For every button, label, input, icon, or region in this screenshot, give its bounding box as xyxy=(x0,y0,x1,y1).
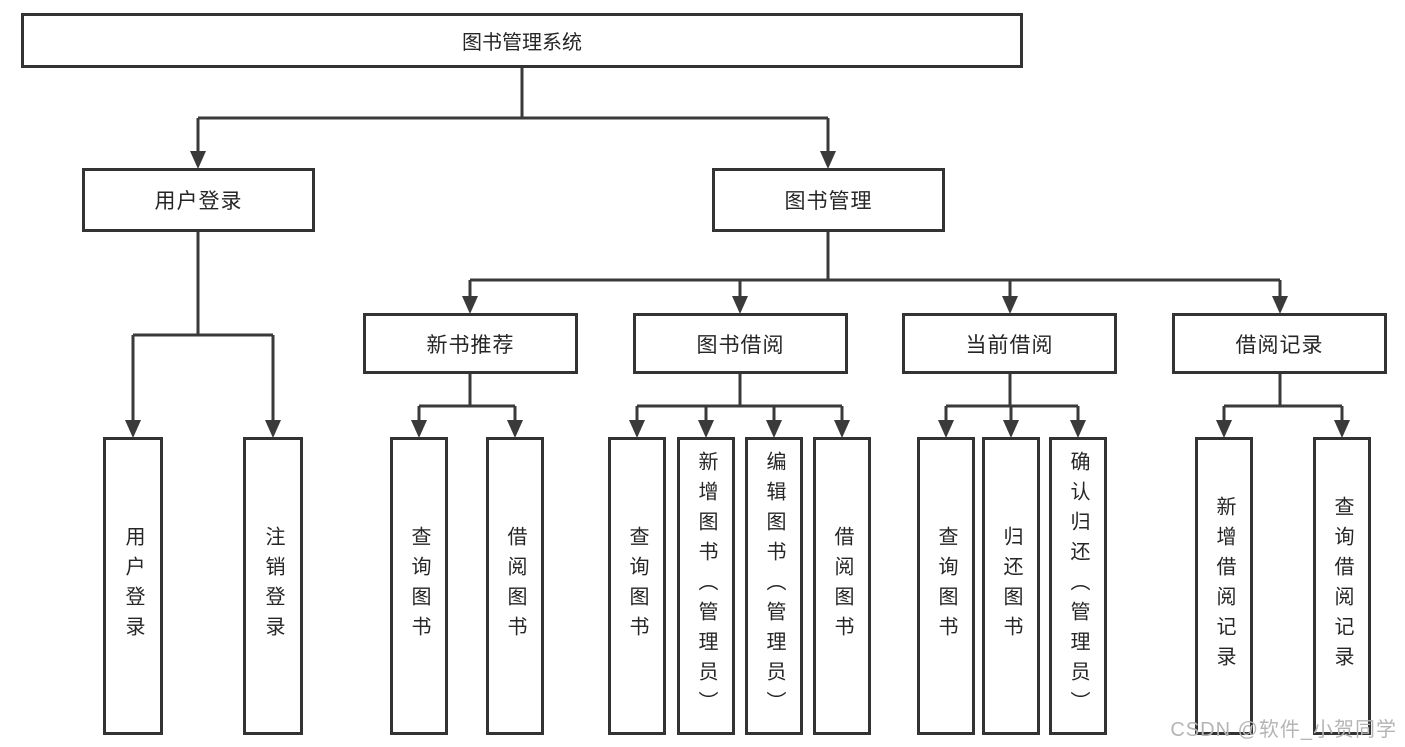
leaf-add-book-admin: 新增图书（管理员） xyxy=(677,437,735,735)
leaf-query-book-2-label: 查询图书 xyxy=(626,526,648,646)
node-book-borrow: 图书借阅 xyxy=(633,313,848,374)
leaf-user-login-label: 用户登录 xyxy=(122,526,144,646)
leaf-return-book-label: 归还图书 xyxy=(1000,526,1022,646)
node-borrow-records-label: 借阅记录 xyxy=(1235,333,1324,357)
leaf-logout: 注销登录 xyxy=(243,437,303,735)
leaf-borrow-book-1-label: 借阅图书 xyxy=(504,526,526,646)
node-book-borrow-label: 图书借阅 xyxy=(696,333,785,357)
csdn-watermark: CSDN @软件_小贺同学 xyxy=(1170,719,1397,741)
leaf-query-book-3: 查询图书 xyxy=(917,437,975,735)
leaf-query-book-1: 查询图书 xyxy=(390,437,448,735)
node-current-borrow-label: 当前借阅 xyxy=(965,333,1054,357)
leaf-query-borrow-record: 查询借阅记录 xyxy=(1313,437,1371,735)
node-borrow-records: 借阅记录 xyxy=(1172,313,1387,374)
leaf-query-book-3-label: 查询图书 xyxy=(935,526,957,646)
leaf-borrow-book-1: 借阅图书 xyxy=(486,437,544,735)
node-user-login-label: 用户登录 xyxy=(154,190,243,213)
leaf-query-borrow-record-label: 查询借阅记录 xyxy=(1331,496,1353,676)
leaf-query-book-1-label: 查询图书 xyxy=(408,526,430,646)
leaf-query-book-2: 查询图书 xyxy=(608,437,666,735)
leaf-add-book-admin-label: 新增图书（管理员） xyxy=(695,451,717,721)
leaf-borrow-book-2: 借阅图书 xyxy=(813,437,871,735)
node-new-book-recommend-label: 新书推荐 xyxy=(426,333,515,357)
leaf-edit-book-admin-label: 编辑图书（管理员） xyxy=(763,451,785,721)
node-book-management: 图书管理 xyxy=(712,168,945,232)
leaf-add-borrow-record: 新增借阅记录 xyxy=(1195,437,1253,735)
leaf-edit-book-admin: 编辑图书（管理员） xyxy=(745,437,803,735)
node-root-system-label: 图书管理系统 xyxy=(462,32,582,54)
leaf-confirm-return-admin-label: 确认归还（管理员） xyxy=(1067,451,1089,721)
node-root-system: 图书管理系统 xyxy=(21,13,1023,68)
leaf-add-borrow-record-label: 新增借阅记录 xyxy=(1213,496,1235,676)
leaf-return-book: 归还图书 xyxy=(982,437,1040,735)
leaf-confirm-return-admin: 确认归还（管理员） xyxy=(1049,437,1107,735)
leaf-logout-label: 注销登录 xyxy=(262,526,284,646)
leaf-user-login: 用户登录 xyxy=(103,437,163,735)
node-book-management-label: 图书管理 xyxy=(784,190,873,213)
node-new-book-recommend: 新书推荐 xyxy=(363,313,578,374)
node-user-login: 用户登录 xyxy=(82,168,315,232)
node-current-borrow: 当前借阅 xyxy=(902,313,1117,374)
leaf-borrow-book-2-label: 借阅图书 xyxy=(831,526,853,646)
